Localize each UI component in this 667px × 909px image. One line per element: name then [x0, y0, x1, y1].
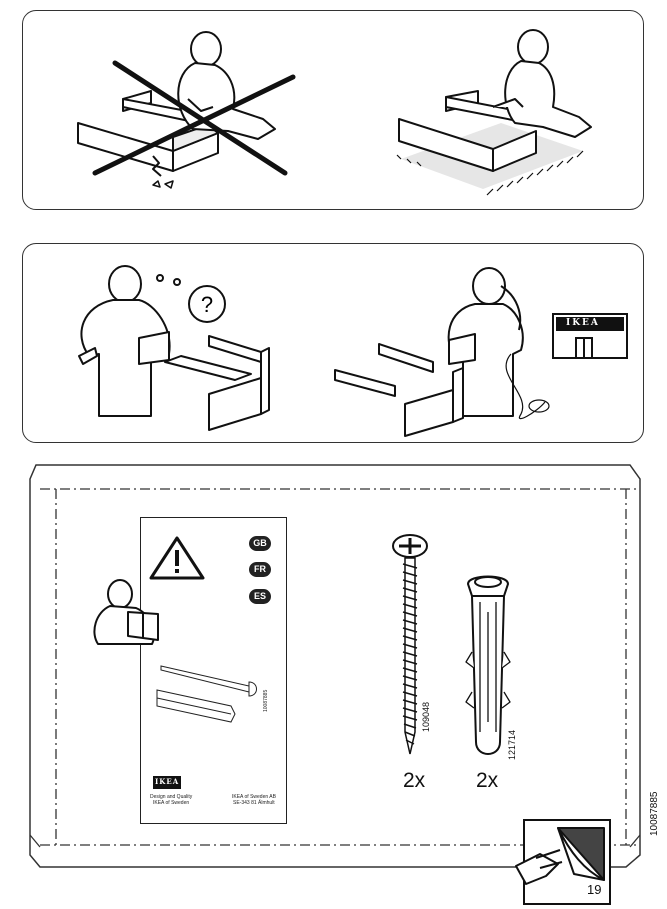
document-number: 10087885	[649, 791, 660, 837]
floor-protection-illustration	[77, 29, 592, 196]
wall-plug-part-code: 121714	[507, 729, 517, 760]
wall-plug-icon	[156, 689, 236, 723]
page-turn-icon	[515, 819, 611, 905]
leaflet-address-line2: SE-343 81 Älmhult	[233, 800, 275, 806]
ikea-store-icon	[552, 313, 628, 359]
do-not-cross-icon	[92, 60, 296, 176]
leaflet-logo-box	[153, 776, 181, 789]
phoning-person-scene	[334, 267, 550, 437]
store-sign-logo: IKEA	[566, 318, 600, 328]
page-number: 19	[587, 882, 602, 897]
language-badge-gb: GB	[249, 536, 271, 551]
leaflet-brand-line1: Design and Quality	[150, 794, 193, 800]
leaflet-address-line1: IKEA of Sweden AB	[232, 794, 276, 800]
confused-person-scene	[78, 265, 270, 431]
screw-part-code: 109048	[421, 701, 431, 732]
language-badge-es: ES	[249, 589, 271, 604]
question-mark-icon: ?	[201, 292, 213, 317]
screw-quantity: 2x	[403, 769, 426, 792]
language-badge-fr: FR	[249, 562, 271, 577]
leaflet-brand-line2: IKEA of Sweden	[153, 800, 190, 806]
leaflet-article-code: 10087885	[263, 689, 269, 712]
correct-assembly-scene	[396, 29, 592, 196]
leaflet-logo: IKEA	[155, 777, 180, 786]
reading-person-icon	[93, 579, 159, 645]
screw-icon	[160, 665, 257, 697]
warning-triangle-icon	[149, 536, 205, 580]
screw-icon	[392, 534, 428, 755]
instruction-panel-help: ? IKEA	[22, 243, 644, 443]
wall-plug-quantity: 2x	[476, 769, 499, 792]
wall-plug-icon	[465, 575, 511, 755]
instruction-panel-floor	[22, 10, 644, 210]
help-illustration: ?	[78, 265, 628, 437]
